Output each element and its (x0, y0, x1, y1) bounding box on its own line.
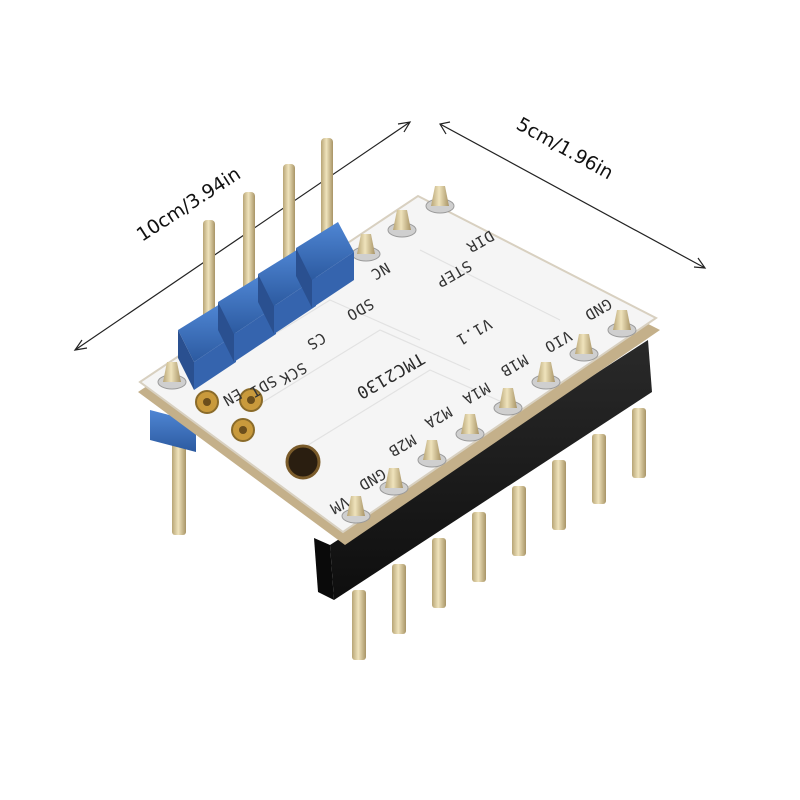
jumper-cap (178, 220, 236, 390)
bottom-pin (632, 408, 646, 478)
bottom-pin (352, 590, 366, 660)
bottom-pin (552, 460, 566, 530)
pin-tip (455, 414, 485, 442)
blue-jumper-header (178, 138, 354, 390)
width-label: 5cm/1.96in (513, 113, 617, 184)
pin-tip (351, 234, 381, 262)
pin-tip (417, 440, 447, 468)
bottom-pin (392, 564, 406, 634)
pin-tip (379, 468, 409, 496)
bottom-pin (432, 538, 446, 608)
pin-tip (569, 334, 599, 362)
bottom-pin (592, 434, 606, 504)
pin-tip (493, 388, 523, 416)
length-label: 10cm/3.94in (133, 163, 245, 246)
pin-tip (531, 362, 561, 390)
jumper-cap (296, 138, 354, 308)
bottom-pins (352, 408, 646, 660)
pin-tip (387, 210, 417, 238)
pin-tip (341, 496, 371, 524)
bottom-black-header (314, 340, 652, 600)
pin-tip (607, 310, 637, 338)
bottom-pin (512, 486, 526, 556)
solder-pads (195, 388, 321, 480)
bottom-pin (472, 512, 486, 582)
pin-tip (425, 186, 455, 214)
top-pin-tips (157, 186, 637, 524)
pin-tip (157, 362, 187, 390)
